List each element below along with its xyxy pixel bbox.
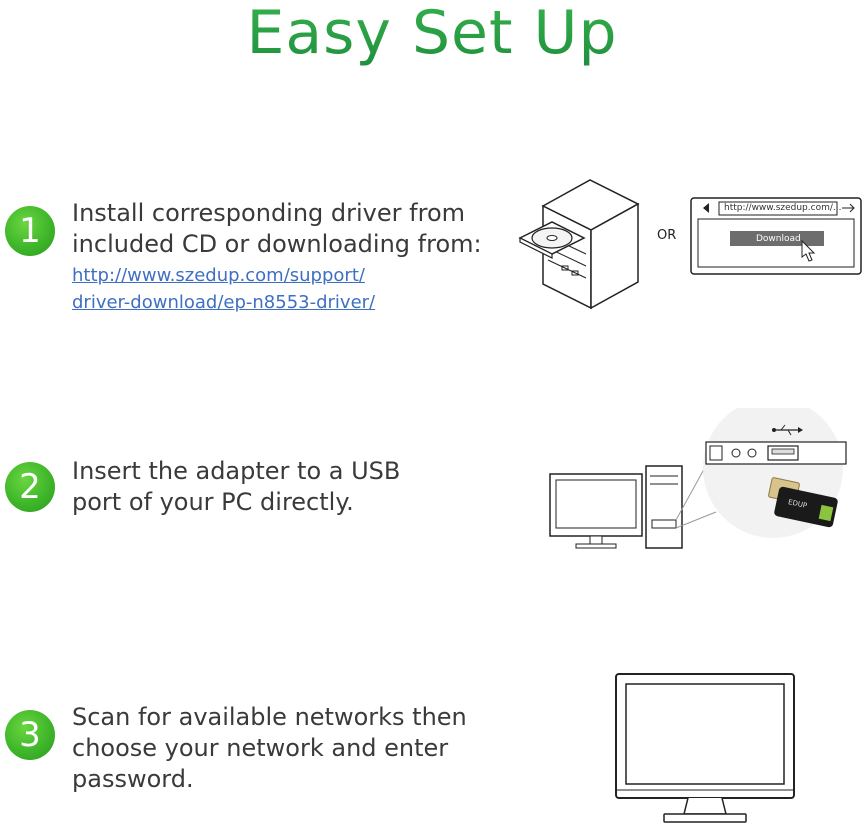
pc-tower-cd-illustration xyxy=(518,179,640,310)
browser-url-text: http://www.szedup.com/... xyxy=(724,203,842,213)
step-1-line-1: Install corresponding driver from xyxy=(72,199,465,227)
monitor-illustration xyxy=(615,673,795,823)
step-3-line-2: choose your network and enter xyxy=(72,734,449,762)
browser-window-illustration xyxy=(690,197,862,275)
step-2-line-2: port of your PC directly. xyxy=(72,488,354,516)
step-3-badge: 3 xyxy=(5,710,55,760)
step-2-badge: 2 xyxy=(5,462,55,512)
step-1-text: Install corresponding driver from includ… xyxy=(72,198,482,260)
link-line-1[interactable]: http://www.szedup.com/support/ xyxy=(72,265,365,286)
driver-download-link[interactable]: http://www.szedup.com/support/ driver-do… xyxy=(72,262,375,316)
step-3-line-1: Scan for available networks then xyxy=(72,703,467,731)
step-3-line-3: password. xyxy=(72,765,194,793)
step-3-text: Scan for available networks then choose … xyxy=(72,702,467,795)
pc-usb-illustration xyxy=(549,408,847,549)
step-2-text: Insert the adapter to a USB port of your… xyxy=(72,456,400,518)
step-1-badge: 1 xyxy=(5,206,55,256)
or-label: OR xyxy=(657,228,677,243)
link-line-2[interactable]: driver-download/ep-n8553-driver/ xyxy=(72,292,376,313)
step-2-line-1: Insert the adapter to a USB xyxy=(72,457,401,485)
step-1-line-2: included CD or downloading from: xyxy=(72,230,482,258)
page-title: Easy Set Up xyxy=(0,0,864,68)
download-button-label: Download xyxy=(756,234,801,244)
